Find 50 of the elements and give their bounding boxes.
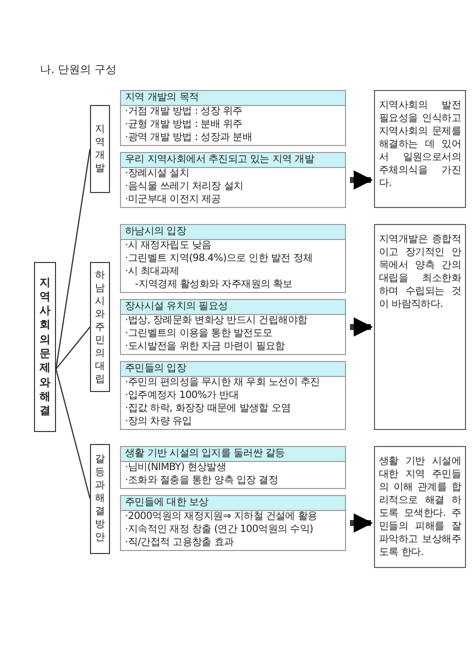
content-box bbox=[120, 495, 346, 551]
conclusion-box: 생활 기반 시설에 대한 지역 주민들의 이해 관계를 합리적으로 해결 하도록 모색한다. 주민들의 피해를 잘 파악하고 보상해주도록 한다. bbox=[374, 446, 466, 568]
bullet-item: ·그린벨트의 이용을 통한 발전도모 bbox=[124, 328, 274, 341]
bullet-item: ·입주예정자 100%가 반대 bbox=[124, 390, 240, 403]
block-arrow bbox=[350, 170, 373, 190]
box-heading: 지역 개발의 목적 bbox=[121, 91, 345, 106]
category-box: 하남시와주민의대립 bbox=[90, 262, 110, 392]
bullet-item: ·시 최대과제 bbox=[124, 266, 180, 279]
section-title: 나. 단원의 구성 bbox=[40, 62, 116, 77]
bullet-item: ·그린벨트 지역(98.4%)으로 인한 발전 정체 bbox=[124, 253, 314, 266]
bullet-item: ·음식물 쓰레기 처리장 설치 bbox=[124, 181, 244, 194]
conclusion-box: 지역개발은 종합적이고 장기적인 안목에서 양측 간의 대립을 최소한화 하며 수립되는 것이 바람직하다. bbox=[374, 224, 466, 430]
bullet-item: -지역경제 활성화와 자주재원의 확보 bbox=[134, 279, 294, 292]
connector-line bbox=[55, 368, 91, 499]
content-box bbox=[120, 152, 346, 208]
conclusion-box: 지역사회의 발전 필요성을 인식하고 지역사회의 문제를 해결하는 데 있어서 일원으로서의 주체의식을 가진다. bbox=[374, 90, 466, 208]
content-box bbox=[120, 90, 346, 146]
bullet-item: ·균형 개발 방법 : 분배 위주 bbox=[124, 119, 244, 132]
box-heading: 생활 기반 시설의 입지를 둘러싼 갈등 bbox=[121, 447, 345, 462]
content-box bbox=[120, 446, 346, 489]
content-box bbox=[120, 299, 346, 355]
box-heading: 주민들에 대한 보상 bbox=[121, 496, 345, 511]
bullet-item: ·2000억원의 재정지원⇒ 지하철 건설에 활용 bbox=[124, 511, 318, 524]
bullet-item: ·주민의 편의성을 무시한 채 우회 노선이 추진 bbox=[124, 377, 321, 390]
connector-line bbox=[55, 148, 91, 370]
content-box bbox=[120, 361, 346, 430]
bullet-item: ·님비(NIMBY) 현상발생 bbox=[124, 462, 228, 475]
bullet-item: ·시 재정자립도 낮음 bbox=[124, 240, 212, 253]
box-heading: 주민들의 입장 bbox=[121, 362, 345, 377]
block-arrow bbox=[350, 317, 373, 337]
bullet-item: ·도시발전을 위한 자금 마련이 필요함 bbox=[124, 341, 286, 354]
bullet-item: ·장의 차량 유입 bbox=[124, 416, 193, 429]
block-arrow bbox=[350, 513, 373, 533]
topic-box: 지역사회의문제와해결 bbox=[34, 262, 56, 432]
connector-line bbox=[56, 326, 90, 370]
bullet-item: ·직/간접적 고용창출 효과 bbox=[124, 537, 235, 550]
bullet-item: ·집값 하락, 화장장 때문에 발생할 오염 bbox=[124, 403, 292, 416]
bullet-item: ·미군부대 이전지 제공 bbox=[124, 194, 222, 207]
box-heading: 장사시설 유치의 필요성 bbox=[121, 300, 345, 315]
box-heading: 우리 지역사회에서 추진되고 있는 지역 개발 bbox=[121, 153, 345, 168]
box-heading: 하남시의 입장 bbox=[121, 225, 345, 240]
bullet-item: ·거점 개발 방법 : 성장 위주 bbox=[124, 106, 244, 119]
category-box: 갈등과해결방안 bbox=[90, 444, 110, 554]
content-box bbox=[120, 224, 346, 293]
bullet-item: ·법상, 장례문화 변화상 반드시 건립해야함 bbox=[124, 315, 308, 328]
bullet-item: ·장례시설 설치 bbox=[124, 168, 190, 181]
category-box: 지역개발 bbox=[90, 105, 110, 193]
bullet-item: ·광역 개발 방법 : 성장과 분배 bbox=[124, 132, 254, 145]
bullet-item: ·지속적인 재정 창출 (연간 100억원의 수익) bbox=[124, 524, 314, 537]
bullet-item: ·조화와 절충을 통한 양측 입장 결정 bbox=[124, 475, 280, 488]
